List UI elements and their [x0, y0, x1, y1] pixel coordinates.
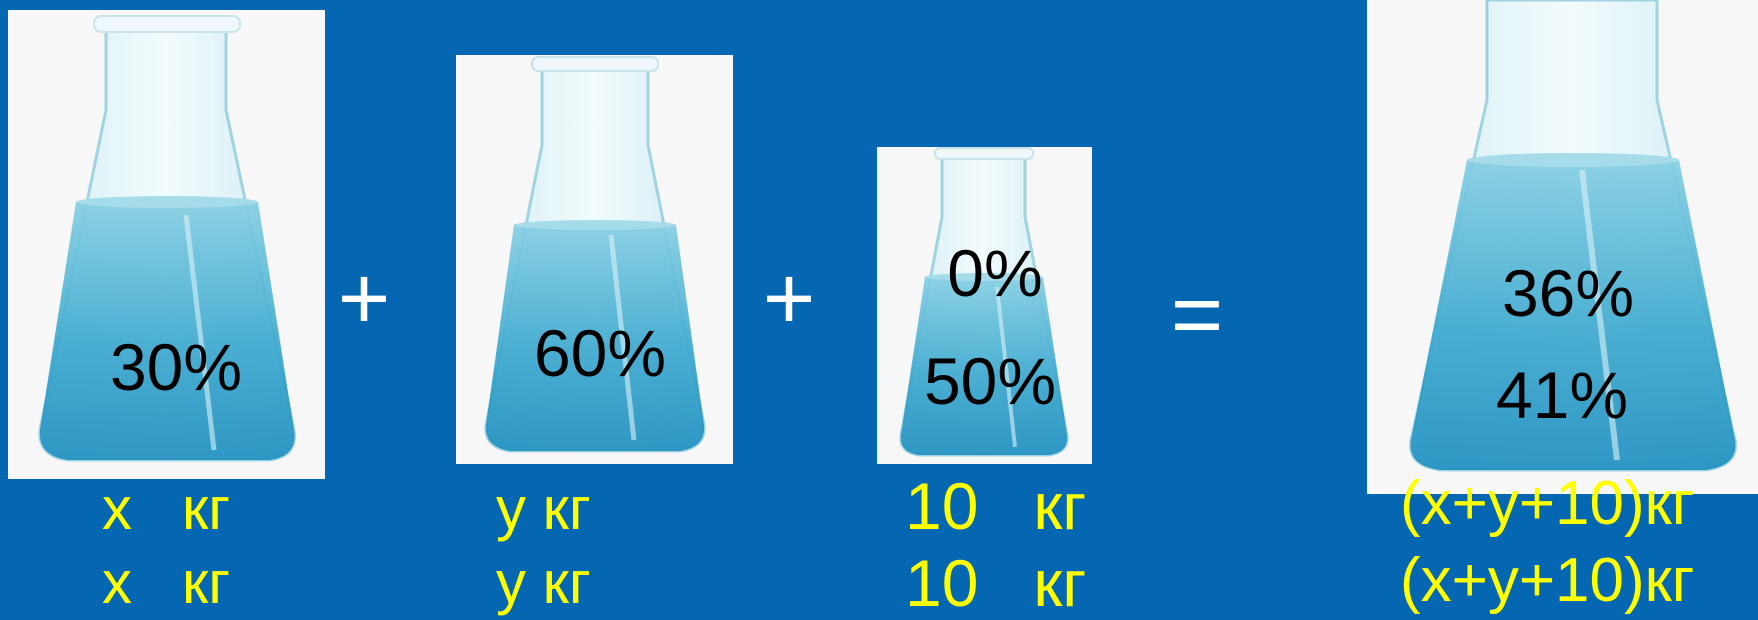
flask-card-4: [1367, 0, 1758, 494]
plus-sign-1: +: [337, 249, 391, 349]
flask-card-1: [8, 10, 325, 479]
flask-2-mass-label-1: y кг: [496, 475, 591, 542]
flask-3-image: [899, 147, 1069, 457]
flask-4-image: [1409, 0, 1737, 472]
flask-2-image: [484, 56, 706, 453]
flask-card-3: [877, 147, 1092, 464]
flask-1-mass-label-1: x кг: [102, 475, 231, 542]
flask-3-percent-old: 0%: [947, 236, 1043, 310]
flask-4-mass-label-1: (x+y+10)кг: [1400, 469, 1695, 538]
flask-4-percent-old: 36%: [1501, 256, 1635, 330]
equals-sign: =: [1170, 265, 1224, 365]
flask-1-mass-label-2: x кг: [102, 549, 231, 616]
flask-1-image: [38, 15, 296, 462]
flask-1-percent: 30%: [109, 330, 243, 404]
plus-sign-2: +: [762, 249, 816, 349]
flask-3-mass-label-2: 10 кг: [905, 546, 1087, 620]
flask-4-percent-new: 41%: [1495, 358, 1629, 432]
flask-2-percent: 60%: [533, 316, 667, 390]
flask-2-mass-label-2: y кг: [496, 549, 591, 616]
flask-card-2: [456, 55, 733, 464]
flask-3-percent-new: 50%: [923, 344, 1057, 418]
flask-3-mass-label-1: 10 кг: [905, 469, 1087, 543]
flask-4-mass-label-2: (x+y+10)кг: [1400, 546, 1695, 615]
